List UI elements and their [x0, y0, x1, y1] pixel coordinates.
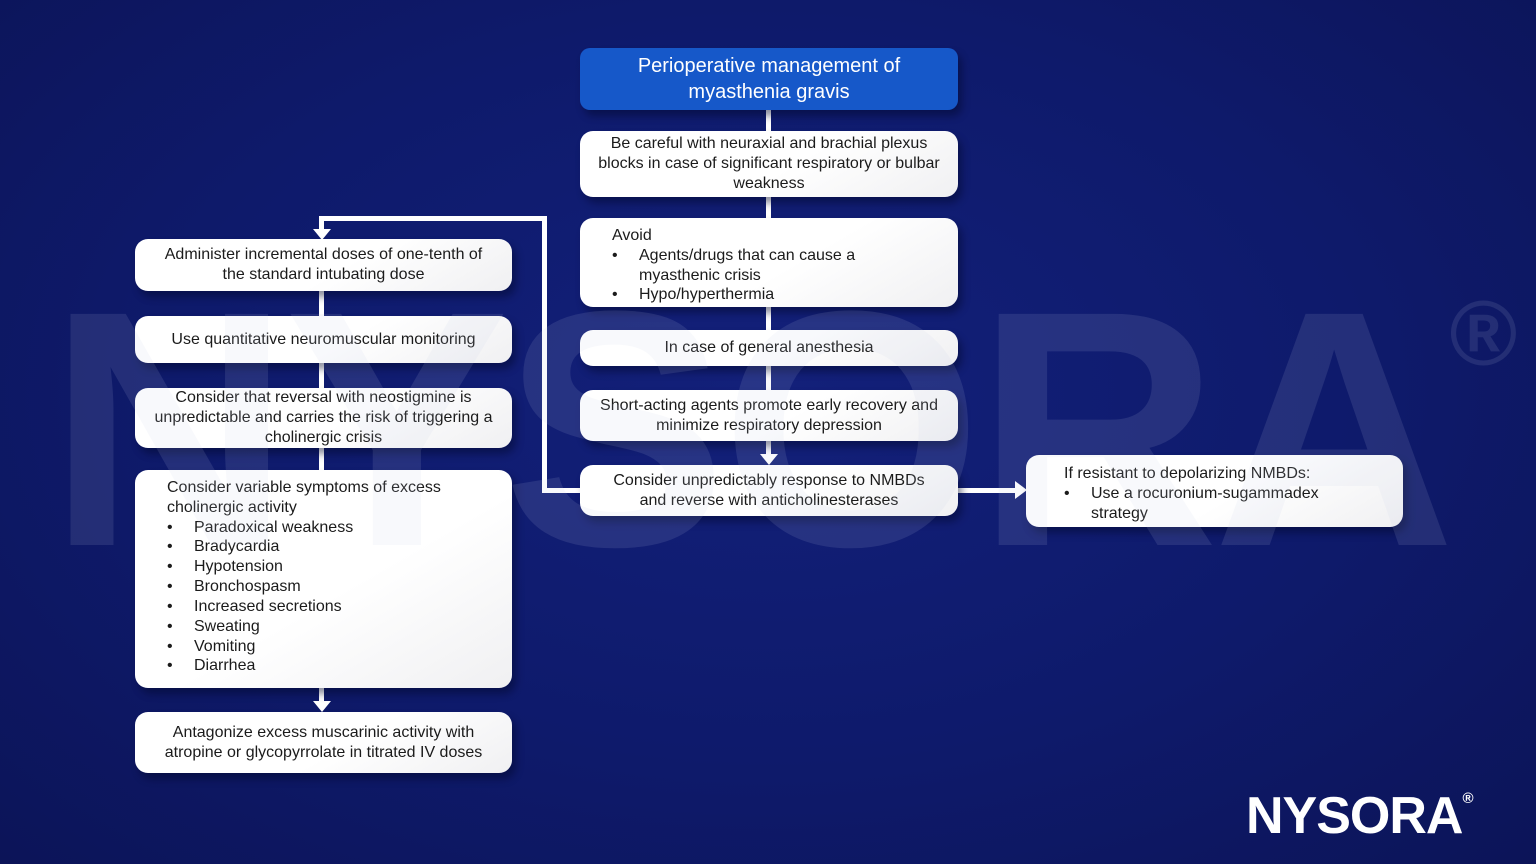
connector-title-becareful — [766, 110, 771, 131]
title-text: Perioperative management of myasthenia g… — [637, 55, 901, 103]
node-heading: If resistant to depolarizing NMBDs: — [1064, 465, 1311, 482]
node-title: Perioperative management of myasthenia g… — [580, 48, 958, 110]
bullet-item: Use a rocuronium-sugammadex strategy — [1064, 484, 1343, 524]
bullet-text: Agents/drugs that can cause a myasthenic… — [639, 246, 856, 284]
nysora-logo: NYSORA® — [1246, 787, 1474, 845]
node-text: Administer incremental doses of one-tent… — [164, 246, 483, 283]
bullet-text: Bronchospasm — [194, 578, 301, 596]
arrowhead-right-icon — [1015, 481, 1027, 499]
arrowhead-down-icon — [313, 701, 331, 712]
connector-anesthesia-shortacting — [766, 364, 771, 390]
bullet-item: Vomiting — [167, 637, 353, 657]
connector-symptoms-antagonize — [319, 688, 324, 702]
bullet-text: Use a rocuronium-sugammadex strategy — [1091, 484, 1319, 522]
node-heading: Consider variable symptoms of excess cho… — [167, 479, 441, 516]
connector-avoid-anesthesia — [766, 307, 771, 330]
bullet-text: Paradoxical weakness — [194, 518, 354, 536]
connector-feedback-drop — [319, 219, 324, 230]
connector-neostigmine-symptoms — [319, 446, 324, 470]
node-general-anesthesia: In case of general anesthesia — [580, 330, 958, 366]
node-text: Antagonize excess muscarinic activity wi… — [164, 723, 483, 761]
connector-feedback-bottom — [542, 488, 582, 493]
bullet-text: Sweating — [194, 617, 260, 635]
logo-text: NYSORA — [1246, 787, 1463, 845]
connector-feedback-vertical — [542, 216, 547, 493]
node-text: Be careful with neuraxial and brachial p… — [598, 135, 940, 192]
bullet-item: Diarrhea — [167, 656, 353, 676]
bullet-text: Bradycardia — [194, 538, 280, 556]
arrowhead-down-icon — [313, 229, 331, 240]
node-short-acting: Short-acting agents promote early recove… — [580, 390, 958, 441]
node-text: Short-acting agents promote early recove… — [600, 396, 938, 434]
bullet-text: Hypo/hyperthermia — [639, 286, 775, 304]
registered-mark-icon: ® — [1462, 790, 1473, 807]
node-heading: Avoid — [612, 227, 652, 244]
bullet-item: Sweating — [167, 617, 353, 637]
connector-administer-monitoring — [319, 290, 324, 316]
bullet-item: Hypo/hyperthermia — [612, 285, 888, 305]
node-text: Consider that reversal with neostigmine … — [154, 389, 493, 446]
connector-considernmbds-rightbranch — [957, 488, 1015, 493]
node-antagonize-muscarinic: Antagonize excess muscarinic activity wi… — [135, 712, 512, 773]
bullet-item: Agents/drugs that can cause a myasthenic… — [612, 246, 888, 286]
node-be-careful: Be careful with neuraxial and brachial p… — [580, 131, 958, 197]
connector-becareful-avoid — [766, 196, 771, 218]
bullet-item: Increased secretions — [167, 597, 353, 617]
registered-mark-icon: ® — [1449, 283, 1518, 385]
connector-feedback-top — [319, 216, 547, 221]
bullet-text: Diarrhea — [194, 657, 256, 675]
node-cholinergic-symptoms: Consider variable symptoms of excess cho… — [135, 470, 512, 688]
node-text: In case of general anesthesia — [664, 339, 874, 357]
node-neuromuscular-monitoring: Use quantitative neuromuscular monitorin… — [135, 316, 512, 363]
connector-monitoring-neostigmine — [319, 363, 324, 388]
bullet-list: Paradoxical weakness Bradycardia Hypoten… — [167, 518, 353, 677]
bullet-text: Vomiting — [194, 637, 256, 655]
bullet-list: Use a rocuronium-sugammadex strategy — [1064, 484, 1343, 524]
node-administer-doses: Administer incremental doses of one-tent… — [135, 239, 512, 291]
connector-shortacting-considernmbds — [766, 441, 771, 455]
bullet-item: Bronchospasm — [167, 577, 353, 597]
bullet-text: Increased secretions — [194, 597, 342, 615]
node-resistant-nmbds: If resistant to depolarizing NMBDs: Use … — [1026, 455, 1403, 527]
bullet-item: Paradoxical weakness — [167, 518, 353, 538]
node-consider-nmbds: Consider unpredictably response to NMBDs… — [580, 465, 958, 516]
bullet-list: Agents/drugs that can cause a myasthenic… — [612, 246, 888, 305]
bullet-item: Bradycardia — [167, 537, 353, 557]
node-avoid: Avoid Agents/drugs that can cause a myas… — [580, 218, 958, 307]
bullet-item: Hypotension — [167, 557, 353, 577]
bullet-text: Hypotension — [194, 558, 283, 576]
node-neostigmine-reversal: Consider that reversal with neostigmine … — [135, 388, 512, 448]
node-text: Use quantitative neuromuscular monitorin… — [171, 330, 476, 348]
node-text: Consider unpredictably response to NMBDs… — [613, 471, 925, 509]
arrowhead-down-icon — [760, 454, 778, 465]
